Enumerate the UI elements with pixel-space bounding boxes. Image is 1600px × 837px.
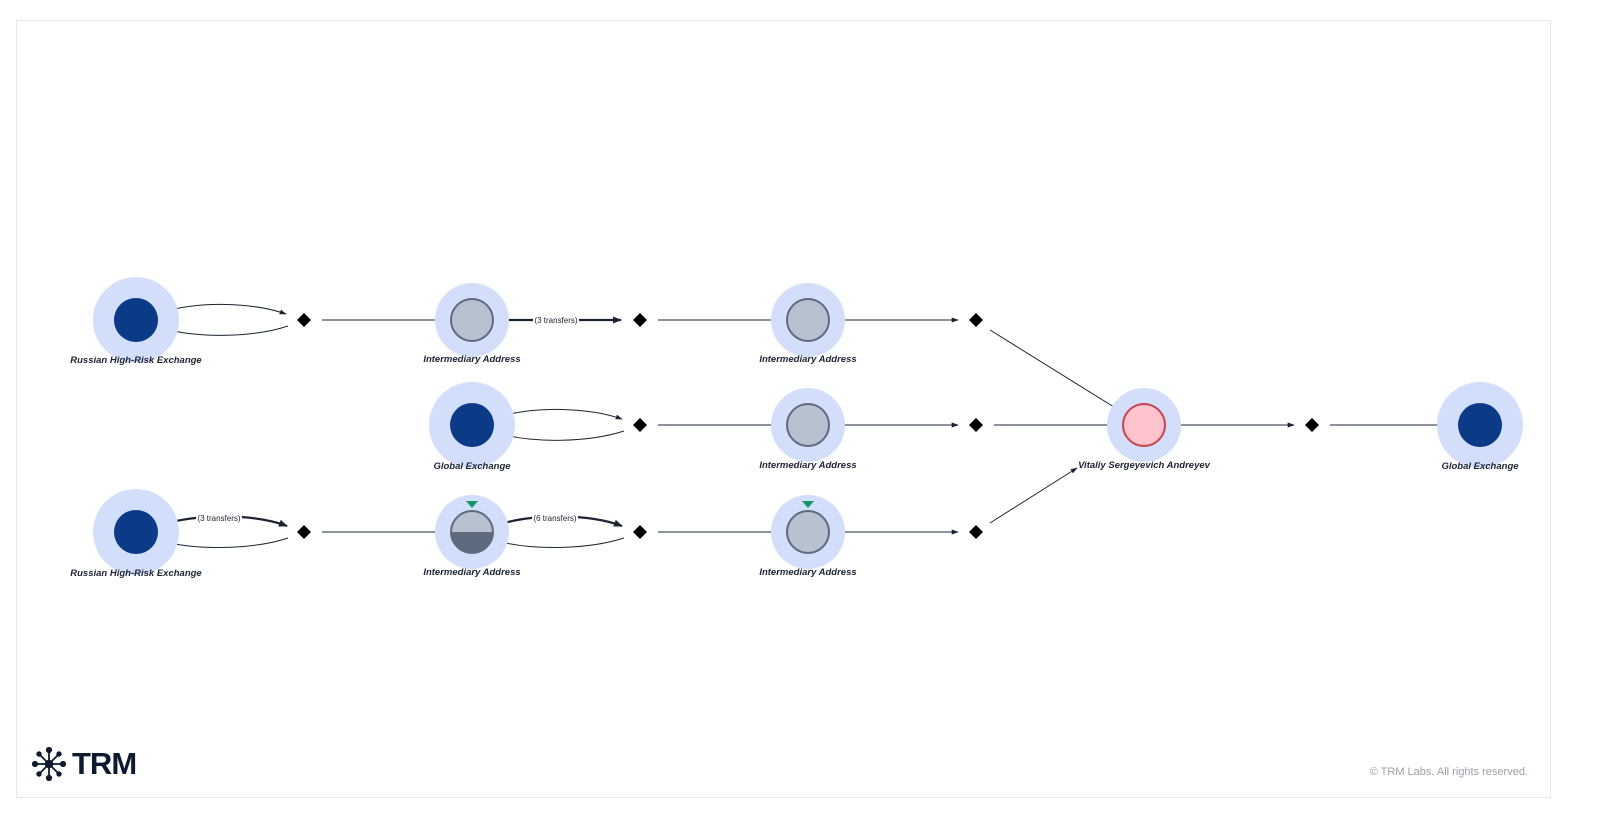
- exchange-node[interactable]: [93, 489, 179, 575]
- flag-triangle-icon: [466, 501, 478, 508]
- intermediary-outline: [450, 510, 494, 554]
- transaction-diamond[interactable]: [969, 525, 983, 539]
- trm-logo: TRM: [32, 746, 137, 782]
- intermediary-node[interactable]: [771, 283, 845, 357]
- transaction-diamond[interactable]: [297, 313, 311, 327]
- node-label: Vitaliy Sergeyevich Andreyev: [1078, 460, 1211, 471]
- node-label: Global Exchange: [433, 461, 511, 472]
- node-label: Intermediary Address: [423, 567, 520, 578]
- intermediary-node[interactable]: [771, 388, 845, 462]
- transaction-diamond[interactable]: [633, 418, 647, 432]
- intermediary-circle: [786, 403, 830, 447]
- edge-label-background: [533, 314, 579, 326]
- exchange-node[interactable]: [93, 277, 179, 363]
- edge-transfer-count-label: (3 transfers): [534, 316, 577, 325]
- edge-transfer-count-label: (3 transfers): [197, 514, 240, 523]
- node-label: Russian High-Risk Exchange: [70, 355, 202, 366]
- exchange-circle: [114, 510, 158, 554]
- transfer-edge[interactable]: [495, 409, 623, 420]
- exchange-circle: [114, 298, 158, 342]
- partial-fill: [451, 532, 493, 553]
- sanctioned-entity-circle: [1122, 403, 1166, 447]
- trm-network-icon: [32, 747, 66, 781]
- node-label: Intermediary Address: [423, 354, 520, 365]
- node-label: Intermediary Address: [759, 354, 856, 365]
- transaction-diamond[interactable]: [633, 313, 647, 327]
- node-label: Intermediary Address: [759, 567, 856, 578]
- node-label: Russian High-Risk Exchange: [70, 568, 202, 579]
- intermediary-circle: [786, 298, 830, 342]
- transfer-edge[interactable]: [496, 430, 625, 441]
- transaction-diamond[interactable]: [1305, 418, 1319, 432]
- intermediary-circle: [450, 298, 494, 342]
- edge-label-background: [532, 512, 578, 524]
- transfer-edge[interactable]: [159, 304, 287, 315]
- intermediary-circle: [786, 510, 830, 554]
- exchange-node[interactable]: [429, 382, 515, 468]
- copyright-notice: © TRM Labs. All rights reserved.: [1369, 766, 1528, 778]
- node-label: Intermediary Address: [759, 460, 856, 471]
- intermediary-half-node[interactable]: [435, 495, 509, 569]
- transfer-edge[interactable]: [160, 325, 289, 336]
- transfer-edge[interactable]: [989, 467, 1078, 524]
- transaction-diamond[interactable]: [297, 525, 311, 539]
- transaction-diamond[interactable]: [633, 525, 647, 539]
- edge-transfer-count-label: (6 transfers): [533, 514, 576, 523]
- edge-label-background: [196, 512, 242, 524]
- sanctioned-node[interactable]: [1107, 388, 1181, 462]
- exchange-node[interactable]: [1437, 382, 1523, 468]
- transfer-edge[interactable]: [160, 537, 289, 548]
- intermediary-node[interactable]: [771, 495, 845, 569]
- exchange-circle: [1458, 403, 1502, 447]
- transaction-diamond[interactable]: [969, 313, 983, 327]
- exchange-circle: [450, 403, 494, 447]
- flag-triangle-icon: [802, 501, 814, 508]
- trm-wordmark: TRM: [72, 746, 137, 781]
- transfer-edge[interactable]: [496, 537, 625, 548]
- transaction-diamond[interactable]: [969, 418, 983, 432]
- transfer-edge[interactable]: [989, 329, 1123, 413]
- node-label: Global Exchange: [1441, 461, 1519, 472]
- intermediary-node[interactable]: [435, 283, 509, 357]
